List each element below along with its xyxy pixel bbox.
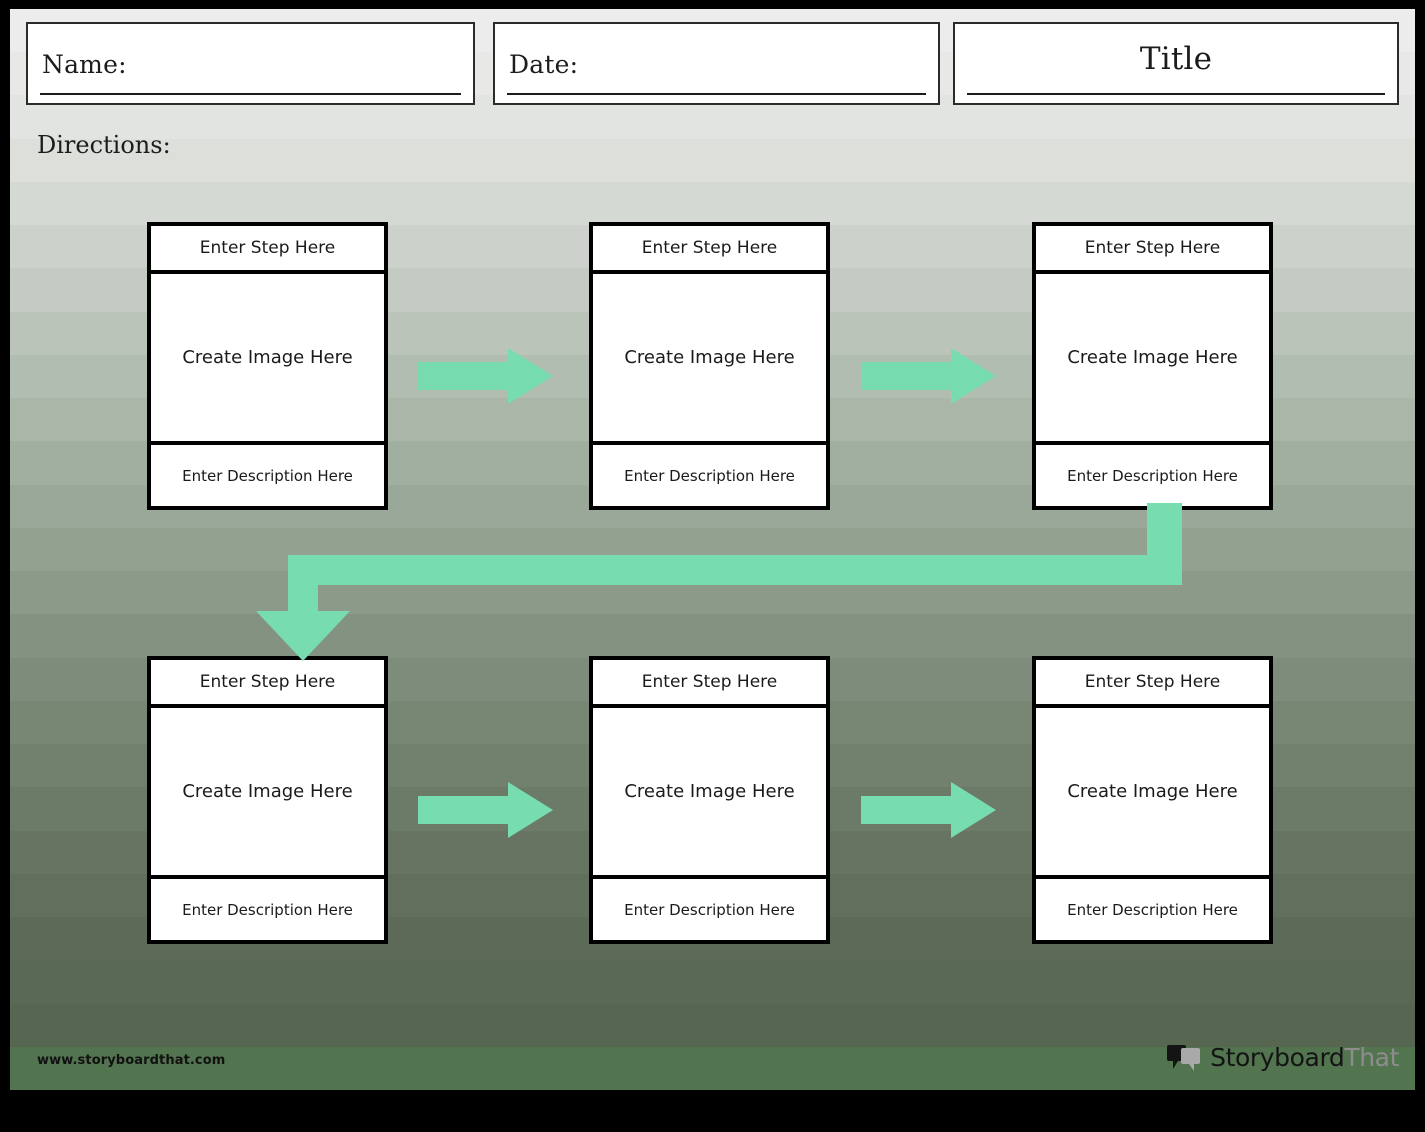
step-card[interactable]: Enter Step Here Create Image Here Enter …: [1032, 656, 1273, 944]
speech-bubble-icon: [1167, 1044, 1201, 1071]
step-image-placeholder[interactable]: Create Image Here: [593, 708, 826, 879]
name-write-line: [40, 93, 461, 95]
brand-word-accent: That: [1344, 1043, 1399, 1072]
step-card[interactable]: Enter Step Here Create Image Here Enter …: [147, 656, 388, 944]
step-description[interactable]: Enter Description Here: [624, 900, 795, 919]
brand-wordmark: StoryboardThat: [1210, 1043, 1399, 1072]
arrow-right-icon: [861, 782, 996, 838]
arrow-right-icon: [418, 782, 553, 838]
step-card[interactable]: Enter Step Here Create Image Here Enter …: [147, 222, 388, 510]
storyboardthat-logo: StoryboardThat: [1166, 1043, 1399, 1072]
step-title[interactable]: Enter Step Here: [1036, 660, 1269, 708]
step-image-placeholder[interactable]: Create Image Here: [593, 274, 826, 445]
step-card[interactable]: Enter Step Here Create Image Here Enter …: [1032, 222, 1273, 510]
step-description[interactable]: Enter Description Here: [624, 466, 795, 485]
page-title: Title: [1139, 41, 1213, 77]
brand-word-main: Storyboard: [1210, 1043, 1345, 1072]
step-title[interactable]: Enter Step Here: [151, 226, 384, 274]
worksheet-canvas: Name: Date: Title Directions: Enter Step…: [10, 9, 1415, 1090]
step-description[interactable]: Enter Description Here: [182, 900, 353, 919]
step-title[interactable]: Enter Step Here: [593, 660, 826, 708]
background-band: [10, 614, 1415, 659]
name-field[interactable]: Name:: [26, 22, 475, 105]
step-title[interactable]: Enter Step Here: [151, 660, 384, 708]
step-image-placeholder[interactable]: Create Image Here: [151, 274, 384, 445]
step-card[interactable]: Enter Step Here Create Image Here Enter …: [589, 656, 830, 944]
date-label: Date:: [509, 50, 579, 79]
date-field[interactable]: Date:: [493, 22, 940, 105]
step-image-placeholder[interactable]: Create Image Here: [151, 708, 384, 879]
step-card[interactable]: Enter Step Here Create Image Here Enter …: [589, 222, 830, 510]
title-field[interactable]: Title: [953, 22, 1399, 105]
arrow-right-icon: [418, 348, 553, 404]
arrow-right-icon: [861, 348, 996, 404]
step-image-placeholder[interactable]: Create Image Here: [1036, 708, 1269, 879]
footer-url[interactable]: www.storyboardthat.com: [37, 1053, 226, 1068]
step-image-placeholder[interactable]: Create Image Here: [1036, 274, 1269, 445]
header-row: Name: Date: Title: [10, 22, 1415, 112]
background-band: [10, 960, 1415, 1005]
directions-label: Directions:: [37, 131, 171, 159]
background-band: [10, 138, 1415, 183]
background-band: [10, 181, 1415, 227]
name-label: Name:: [42, 50, 127, 79]
step-description[interactable]: Enter Description Here: [1067, 466, 1238, 485]
step-description[interactable]: Enter Description Here: [182, 466, 353, 485]
arrow-wraparound-down-icon: [240, 503, 1190, 661]
step-title[interactable]: Enter Step Here: [1036, 226, 1269, 274]
date-write-line: [507, 93, 926, 95]
title-write-line: [967, 93, 1385, 95]
step-title[interactable]: Enter Step Here: [593, 226, 826, 274]
step-description[interactable]: Enter Description Here: [1067, 900, 1238, 919]
background-band: [10, 1003, 1415, 1048]
